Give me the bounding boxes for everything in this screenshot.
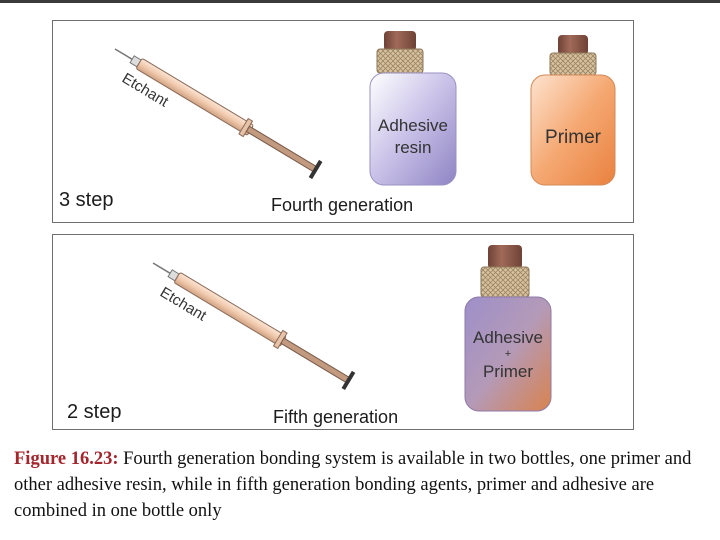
bottle-label-line3: Primer bbox=[483, 362, 533, 381]
etchant-syringe-icon bbox=[152, 262, 356, 391]
fourth-generation-panel: Etchant Adhesive resin Primer 3 step Fou… bbox=[52, 20, 634, 223]
step-count-label: 2 step bbox=[67, 401, 122, 423]
figure-caption: Figure 16.23: Fourth generation bonding … bbox=[14, 446, 714, 524]
bottle-label-line1: Adhesive bbox=[473, 328, 543, 347]
caption-text: Fourth generation bonding system is avai… bbox=[14, 449, 692, 521]
fifth-generation-panel: Etchant Adhesive + Primer 2 step Fifth g… bbox=[52, 234, 634, 430]
adhesive-resin-label-line1: Adhesive bbox=[378, 116, 448, 135]
generation-label: Fourth generation bbox=[271, 195, 414, 215]
primer-label: Primer bbox=[545, 127, 602, 148]
adhesive-primer-bottle-icon bbox=[464, 245, 552, 412]
primer-bottle-icon bbox=[530, 35, 616, 186]
adhesive-resin-label-line2: resin bbox=[395, 138, 432, 157]
step-count-label: 3 step bbox=[59, 189, 114, 211]
figure-number-label: Figure 16.23: bbox=[14, 449, 119, 469]
bottle-label-line2: + bbox=[505, 348, 511, 360]
top-rule bbox=[0, 0, 720, 3]
generation-label: Fifth generation bbox=[273, 407, 399, 427]
fifth-generation-illustration: Etchant Adhesive + Primer bbox=[152, 245, 552, 412]
etchant-syringe-icon bbox=[114, 48, 323, 180]
adhesive-resin-bottle-icon bbox=[369, 31, 457, 186]
fourth-generation-illustration: Etchant Adhesive resin Primer bbox=[114, 31, 616, 186]
